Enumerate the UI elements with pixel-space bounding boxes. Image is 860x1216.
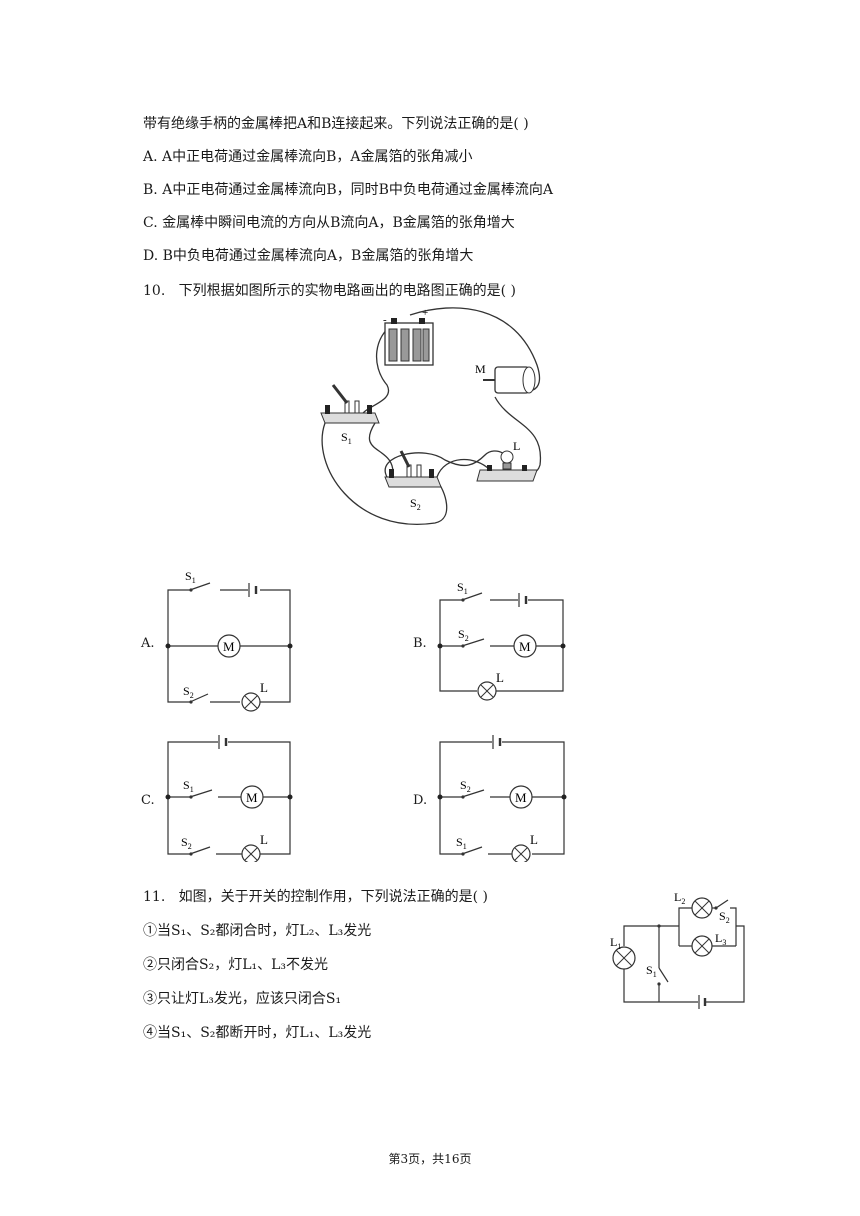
q10-option-d-diagram: M S2 S1 L (437, 735, 567, 862)
svg-text:L1: L1 (610, 935, 621, 951)
q10-option-c-label: C. (141, 793, 155, 808)
lamp-symbol (477, 681, 497, 701)
battery-minus-label: - (383, 314, 387, 326)
option-letter: C. (143, 215, 158, 231)
q11-statement-1: ①当S₁、S₂都闭合时，灯L₂、L₃发光 (143, 923, 372, 939)
q10-option-b-diagram: M S1 S2 L (437, 580, 566, 701)
question-text: 如图，关于开关的控制作用，下列说法正确的是( ) (178, 889, 488, 905)
option-letter: B. (143, 182, 158, 198)
switch-s1-label: S1 (341, 430, 352, 446)
lamp-l2-symbol (691, 897, 713, 919)
q10-option-a-diagram: M S1 S2 L (165, 569, 293, 712)
q10-option-a-label: A. (141, 636, 155, 651)
motor-symbol: M (217, 634, 241, 658)
motor-symbol: M (509, 785, 533, 809)
option-text: 金属棒中瞬间电流的方向从B流向A，B金属箔的张角增大 (162, 215, 515, 231)
q11-circuit-diagram: L1 L2 L3 S2 S1 (610, 890, 745, 1009)
q10-stem: 10. 下列根据如图所示的实物电路画出的电路图正确的是( ) (143, 281, 516, 301)
lamp-symbol (241, 844, 261, 862)
svg-text:S1: S1 (456, 835, 467, 851)
q9-option-a: A. A中正电荷通过金属棒流向B，A金属箔的张角减小 (143, 147, 473, 167)
q9-stem: 带有绝缘手柄的金属棒把A和B连接起来。下列说法正确的是( ) (143, 116, 529, 132)
svg-text:S2: S2 (719, 909, 730, 925)
q10-option-c-diagram: M S1 S2 L (165, 735, 293, 862)
svg-text:M: M (519, 639, 531, 654)
svg-text:M: M (246, 790, 258, 805)
q9-option-c: C. 金属棒中瞬间电流的方向从B流向A，B金属箔的张角增大 (143, 213, 515, 233)
q9-option-d: D. B中负电荷通过金属棒流向A，B金属箔的张角增大 (143, 246, 473, 266)
svg-text:S2: S2 (181, 835, 192, 851)
q10-option-d-label: D. (413, 793, 428, 808)
svg-text:L: L (260, 680, 268, 695)
lamp-symbol (241, 692, 261, 712)
question-number: 10. (143, 283, 166, 299)
motor-label: M (475, 362, 486, 376)
svg-text:S2: S2 (458, 627, 469, 643)
svg-text:S2: S2 (183, 684, 194, 700)
switch-s2-icon (384, 450, 442, 488)
lamp-symbol (511, 844, 531, 862)
option-text: A中正电荷通过金属棒流向B，同时B中负电荷通过金属棒流向A (162, 182, 553, 198)
q11-statement-2: ②只闭合S₂，灯L₁、L₃不发光 (143, 957, 329, 973)
svg-text:S1: S1 (646, 963, 657, 979)
svg-text:S2: S2 (460, 778, 471, 794)
svg-text:S1: S1 (457, 580, 468, 596)
svg-text:L: L (496, 670, 504, 685)
switch-s1-icon (320, 384, 380, 424)
svg-text:L: L (530, 832, 538, 847)
svg-text:L: L (260, 832, 268, 847)
motor-icon (483, 366, 536, 394)
svg-text:L2: L2 (674, 890, 685, 906)
option-letter: A. (143, 149, 158, 165)
q10-option-b-label: B. (413, 636, 427, 651)
lamp-label: L (513, 439, 520, 453)
page-footer: 第3页，共16页 (388, 1152, 472, 1166)
switch-s2-label: S2 (410, 496, 421, 512)
svg-text:S1: S1 (183, 778, 194, 794)
lamp-l3-symbol (691, 935, 713, 957)
lamp-icon (476, 450, 538, 482)
physical-circuit-figure: - + M S1 S2 L (320, 307, 542, 525)
svg-text:M: M (515, 790, 527, 805)
motor-symbol: M (240, 785, 264, 809)
svg-text:L3: L3 (715, 931, 726, 947)
q11-stem: 11. 如图，关于开关的控制作用，下列说法正确的是( ) (143, 887, 488, 907)
option-text: A中正电荷通过金属棒流向B，A金属箔的张角减小 (162, 149, 473, 165)
battery-plus-label: + (422, 307, 428, 319)
option-text: B中负电荷通过金属棒流向A，B金属箔的张角增大 (162, 248, 474, 264)
option-letter: D. (143, 248, 159, 264)
q11-statement-3: ③只让灯L₃发光，应该只闭合S₁ (143, 991, 342, 1007)
q9-option-b: B. A中正电荷通过金属棒流向B，同时B中负电荷通过金属棒流向A (143, 180, 553, 200)
svg-text:S1: S1 (185, 569, 196, 585)
question-text: 下列根据如图所示的实物电路画出的电路图正确的是( ) (178, 283, 516, 299)
motor-symbol: M (513, 634, 537, 658)
question-number: 11. (143, 889, 166, 905)
q11-statement-4: ④当S₁、S₂都断开时，灯L₁、L₃发光 (143, 1025, 372, 1041)
battery-icon (384, 318, 434, 366)
lamp-l1-symbol (612, 946, 636, 970)
svg-text:M: M (223, 639, 235, 654)
